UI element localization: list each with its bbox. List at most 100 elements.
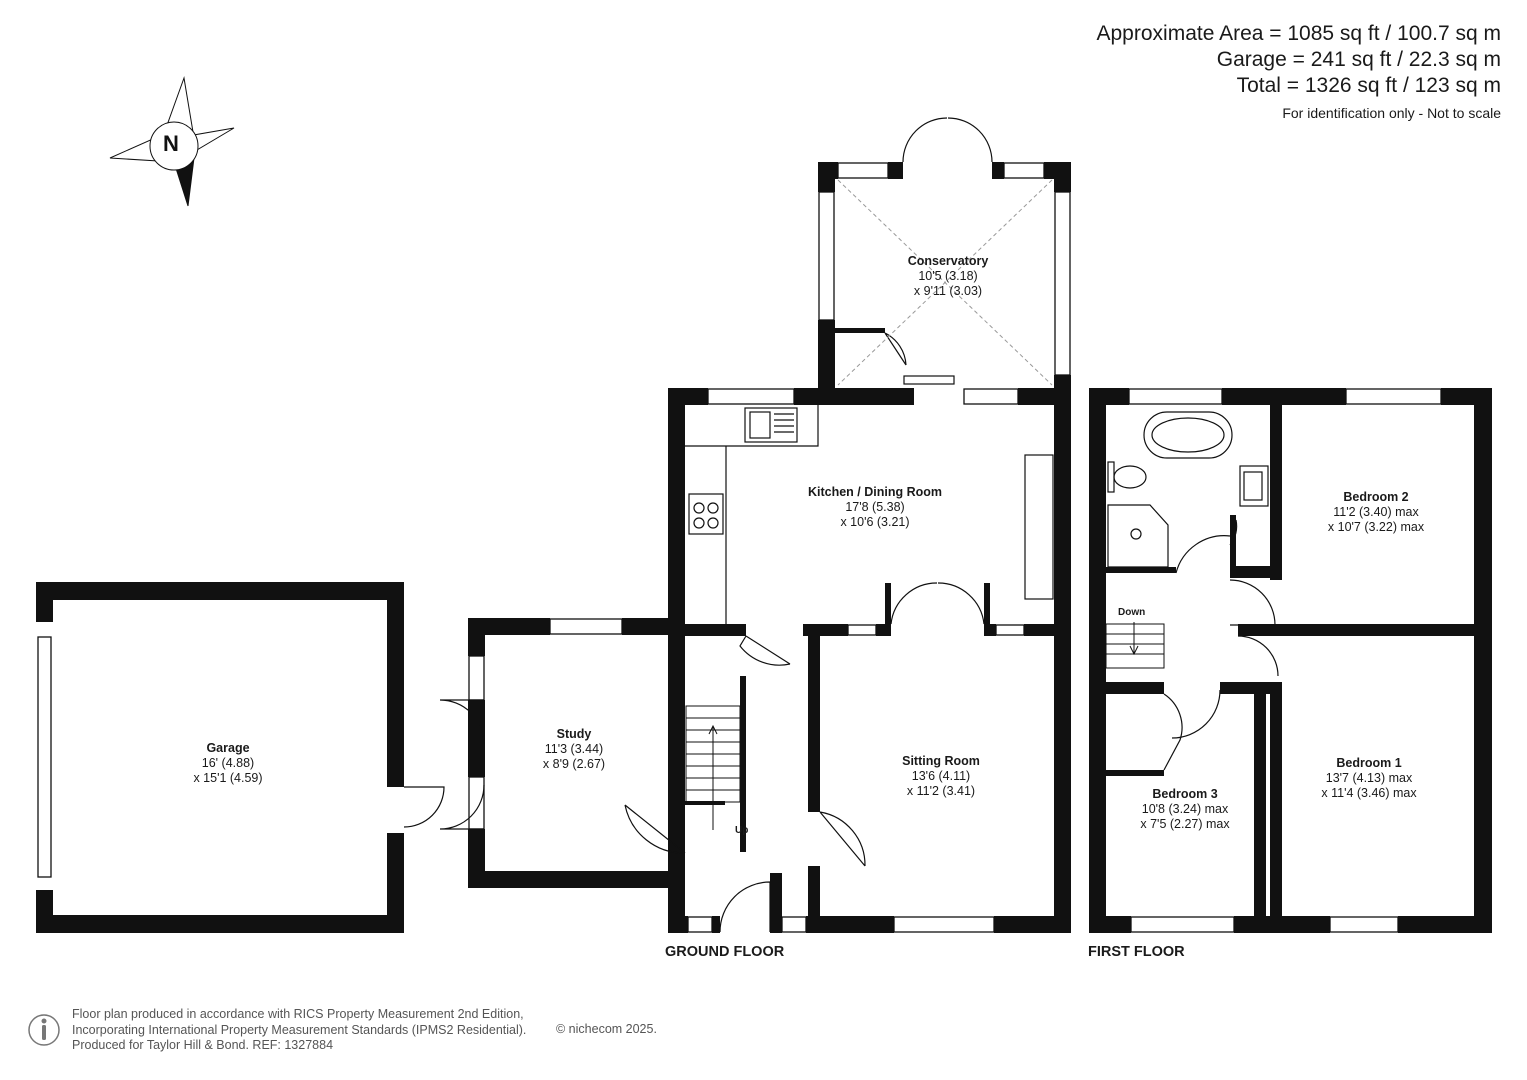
door-swing	[739, 635, 791, 666]
wall	[685, 801, 725, 805]
basin	[1239, 465, 1269, 507]
window	[837, 162, 889, 179]
window	[468, 776, 485, 830]
room-dim: x 8'9 (2.67)	[542, 757, 606, 771]
room-dim: x 9'11 (3.03)	[913, 284, 983, 298]
hob-ring	[707, 502, 719, 514]
wall	[808, 624, 820, 812]
wall	[1220, 682, 1282, 694]
room-conservatory: Conservatory 10'5 (3.18) x 9'11 (3.03)	[908, 254, 989, 299]
window	[1054, 191, 1071, 376]
door-swing	[439, 699, 485, 745]
door-swing	[819, 811, 866, 867]
bath-inner	[1151, 417, 1225, 453]
wall	[668, 388, 708, 405]
door-swing	[439, 784, 485, 830]
copyright: © nichecom 2025.	[556, 1022, 657, 1036]
compass-icon	[109, 76, 235, 207]
room-dim: 10'5 (3.18)	[918, 269, 978, 283]
room-dim: 11'2 (3.40) max	[1333, 505, 1419, 519]
room-dim: 11'3 (3.44)	[544, 742, 604, 756]
wall	[468, 618, 550, 635]
window	[1128, 388, 1223, 405]
window	[707, 388, 795, 405]
wall	[1054, 388, 1071, 933]
wall	[36, 890, 53, 933]
wall	[468, 700, 485, 777]
door-swing	[1175, 535, 1231, 574]
wall	[1474, 388, 1492, 933]
footer-line: Incorporating International Property Mea…	[72, 1022, 527, 1037]
window	[549, 618, 623, 635]
window	[687, 916, 713, 933]
room-name: Bedroom 1	[1336, 756, 1402, 770]
window	[1130, 916, 1235, 933]
hob	[688, 493, 724, 535]
door-swing	[1229, 579, 1276, 626]
wall	[668, 388, 685, 933]
stair-arrow-head	[1129, 645, 1139, 656]
wall	[1089, 388, 1106, 933]
room-bedroom-3: Bedroom 3 10'8 (3.24) max x 7'5 (2.27) m…	[1140, 787, 1229, 832]
wall	[1106, 770, 1164, 776]
room-dim: x 15'1 (4.59)	[193, 771, 263, 785]
room-dim: x 11'2 (3.41)	[906, 784, 976, 798]
wall	[1024, 624, 1054, 636]
window	[1003, 162, 1045, 179]
toilet-cistern	[1107, 461, 1115, 493]
wall	[1106, 567, 1176, 573]
stairs-up-label: Up	[735, 825, 749, 836]
window	[1329, 916, 1399, 933]
garage-area: Garage = 241 sq ft / 22.3 sq m	[1216, 48, 1501, 71]
hob-ring	[693, 517, 705, 529]
footer-line: Produced for Taylor Hill & Bond. REF: 13…	[72, 1038, 334, 1052]
wall	[1398, 916, 1492, 933]
room-study: Study 11'3 (3.44) x 8'9 (2.67)	[543, 727, 605, 772]
wall	[387, 833, 404, 933]
ground-floor-label: GROUND FLOOR	[665, 944, 785, 960]
wall	[888, 162, 903, 179]
wall	[1230, 515, 1236, 575]
worktop-outline	[685, 405, 819, 447]
wall	[1054, 375, 1071, 405]
wall	[36, 582, 404, 600]
door-swing	[890, 582, 985, 625]
room-name: Garage	[206, 741, 250, 755]
wall	[806, 916, 894, 933]
wall	[668, 916, 688, 933]
wall	[468, 871, 685, 888]
door-swing	[884, 332, 907, 366]
room-name: Study	[556, 727, 592, 741]
door-swing	[403, 786, 445, 828]
wall	[818, 320, 835, 405]
door-swing	[1237, 635, 1279, 677]
wall	[740, 676, 746, 852]
room-name: Sitting Room	[902, 754, 980, 768]
identification-note: For identification only - Not to scale	[1282, 105, 1501, 121]
compass-north-label: N	[163, 131, 179, 156]
wall	[468, 618, 485, 656]
window	[847, 624, 877, 636]
wall	[984, 583, 990, 636]
room-dim: x 11'4 (3.46) max	[1321, 786, 1417, 800]
sink	[744, 407, 798, 443]
room-dim: 13'6 (4.11)	[911, 769, 971, 783]
shower	[1107, 504, 1169, 568]
threshold	[903, 375, 955, 385]
wall	[668, 624, 746, 636]
window	[468, 655, 485, 701]
door-swing	[1163, 693, 1183, 771]
room-kitchen: Kitchen / Dining Room 17'8 (5.38) x 10'6…	[808, 485, 942, 530]
window	[37, 636, 52, 878]
approximate-area: Approximate Area = 1085 sq ft / 100.7 sq…	[1096, 22, 1502, 45]
wall	[1238, 624, 1492, 636]
wall	[1230, 566, 1282, 578]
hob-ring	[693, 502, 705, 514]
room-name: Conservatory	[907, 254, 989, 268]
window	[818, 191, 835, 321]
wall	[712, 916, 720, 933]
toilet-bowl	[1113, 465, 1147, 489]
window	[963, 388, 1019, 405]
wall	[1222, 388, 1346, 405]
